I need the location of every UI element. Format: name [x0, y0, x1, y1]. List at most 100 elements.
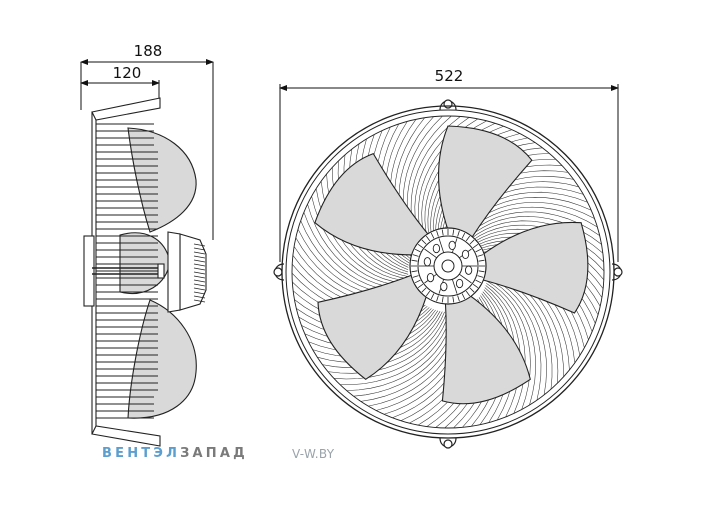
- motor-fin: [193, 251, 206, 255]
- site-watermark: V-W.BY: [292, 447, 335, 461]
- hub-hole: [440, 281, 448, 292]
- hub-hole: [426, 272, 435, 283]
- hub-rib: [457, 230, 460, 237]
- dimension-522: [279, 84, 619, 262]
- hub-rib: [478, 270, 485, 273]
- hub-hole: [448, 240, 456, 251]
- hub-rib: [441, 229, 444, 236]
- hub-rib: [436, 295, 439, 302]
- hub-rib: [472, 243, 479, 249]
- hub-rib: [461, 232, 466, 239]
- motor-cooling-fins: [193, 243, 206, 303]
- hub-hole: [423, 257, 432, 267]
- hub-rib: [425, 290, 431, 297]
- fan-side-view: [83, 97, 207, 447]
- hub-rib: [421, 287, 427, 293]
- dimension-label-522: 522: [435, 67, 464, 85]
- hub-spoke: [451, 279, 458, 294]
- hub-rib: [425, 235, 431, 242]
- side-blade-upper: [127, 127, 197, 233]
- fan-blade: [480, 221, 589, 314]
- hub-rib: [469, 287, 475, 293]
- motor-fin: [193, 267, 206, 271]
- motor-fin: [193, 295, 206, 299]
- hub-rib: [475, 248, 482, 253]
- motor-fin: [193, 271, 206, 275]
- hub-rib: [461, 293, 466, 300]
- brand-part-2: ЗАПАД: [180, 446, 248, 461]
- hub-rib: [414, 279, 421, 284]
- guard-wire: [487, 278, 536, 406]
- guard-wire: [327, 311, 448, 374]
- motor-fin: [193, 255, 206, 259]
- hub-rib: [477, 275, 484, 278]
- guard-wire: [485, 285, 521, 418]
- hub-spoke: [424, 248, 437, 259]
- hub-hole: [464, 265, 473, 275]
- dimension-120: [80, 80, 160, 98]
- hub-rib: [412, 275, 419, 278]
- fan-blade: [438, 125, 533, 240]
- guard-wire: [486, 283, 526, 414]
- hub-rib: [452, 296, 455, 303]
- hub-bolt-holes: [423, 240, 473, 292]
- hub-rib: [412, 254, 419, 257]
- hub-rib: [430, 232, 435, 239]
- side-motor-back: [83, 235, 95, 307]
- hub-rib: [411, 259, 418, 262]
- motor-fin: [193, 279, 206, 283]
- guard-wire: [322, 311, 445, 368]
- hub-rib: [430, 293, 435, 300]
- fan-blade: [317, 273, 428, 380]
- hub-rib: [452, 229, 455, 236]
- hub-rib: [465, 235, 471, 242]
- dimension-188: [80, 59, 214, 240]
- hub-rib: [441, 296, 444, 303]
- hub-rib: [411, 270, 418, 273]
- hub-rib: [417, 283, 424, 289]
- motor-fin: [193, 283, 206, 287]
- hub-rib: [436, 230, 439, 237]
- hub-rib: [414, 248, 421, 253]
- hub-rib: [465, 290, 471, 297]
- motor-fin: [193, 243, 206, 247]
- hub-hole: [432, 243, 441, 254]
- dimension-label-120: 120: [113, 64, 142, 82]
- motor-fin: [193, 275, 206, 279]
- hub-rib: [477, 254, 484, 257]
- side-blade-lower: [127, 299, 197, 419]
- brand-part-1: ВЕНТЭЛ: [102, 446, 181, 461]
- motor-fin: [193, 247, 206, 251]
- motor-fin: [193, 263, 206, 267]
- hub-rib: [475, 279, 482, 284]
- guard-wire: [487, 276, 542, 401]
- hub-hole: [461, 249, 470, 260]
- motor-fin: [193, 299, 206, 303]
- hub-rib: [417, 243, 424, 249]
- guard-wire: [486, 280, 531, 410]
- hub-spoke: [459, 273, 472, 284]
- hub-spoke: [438, 238, 445, 253]
- side-blade-mid: [119, 232, 171, 294]
- guard-wire: [466, 211, 600, 237]
- hub-rib: [469, 239, 475, 245]
- motor-fin: [193, 287, 206, 291]
- brand-watermark: ВЕНТЭЛЗАПАД: [102, 446, 248, 461]
- fan-blades: [314, 125, 589, 405]
- side-guard-wires: [96, 123, 158, 419]
- motor-fin: [193, 291, 206, 295]
- fan-blade: [314, 152, 430, 256]
- fan-blade: [441, 294, 531, 405]
- hub-hole: [455, 278, 464, 289]
- hub-rib: [478, 259, 485, 262]
- fan-front-view: [273, 99, 623, 449]
- hub-rib: [472, 283, 479, 289]
- dimension-label-188: 188: [134, 42, 163, 60]
- guard-wire: [340, 311, 452, 385]
- guard-wire: [333, 311, 450, 380]
- hub-rib: [421, 239, 427, 245]
- hub-rib: [457, 295, 460, 302]
- motor-fin: [193, 259, 206, 263]
